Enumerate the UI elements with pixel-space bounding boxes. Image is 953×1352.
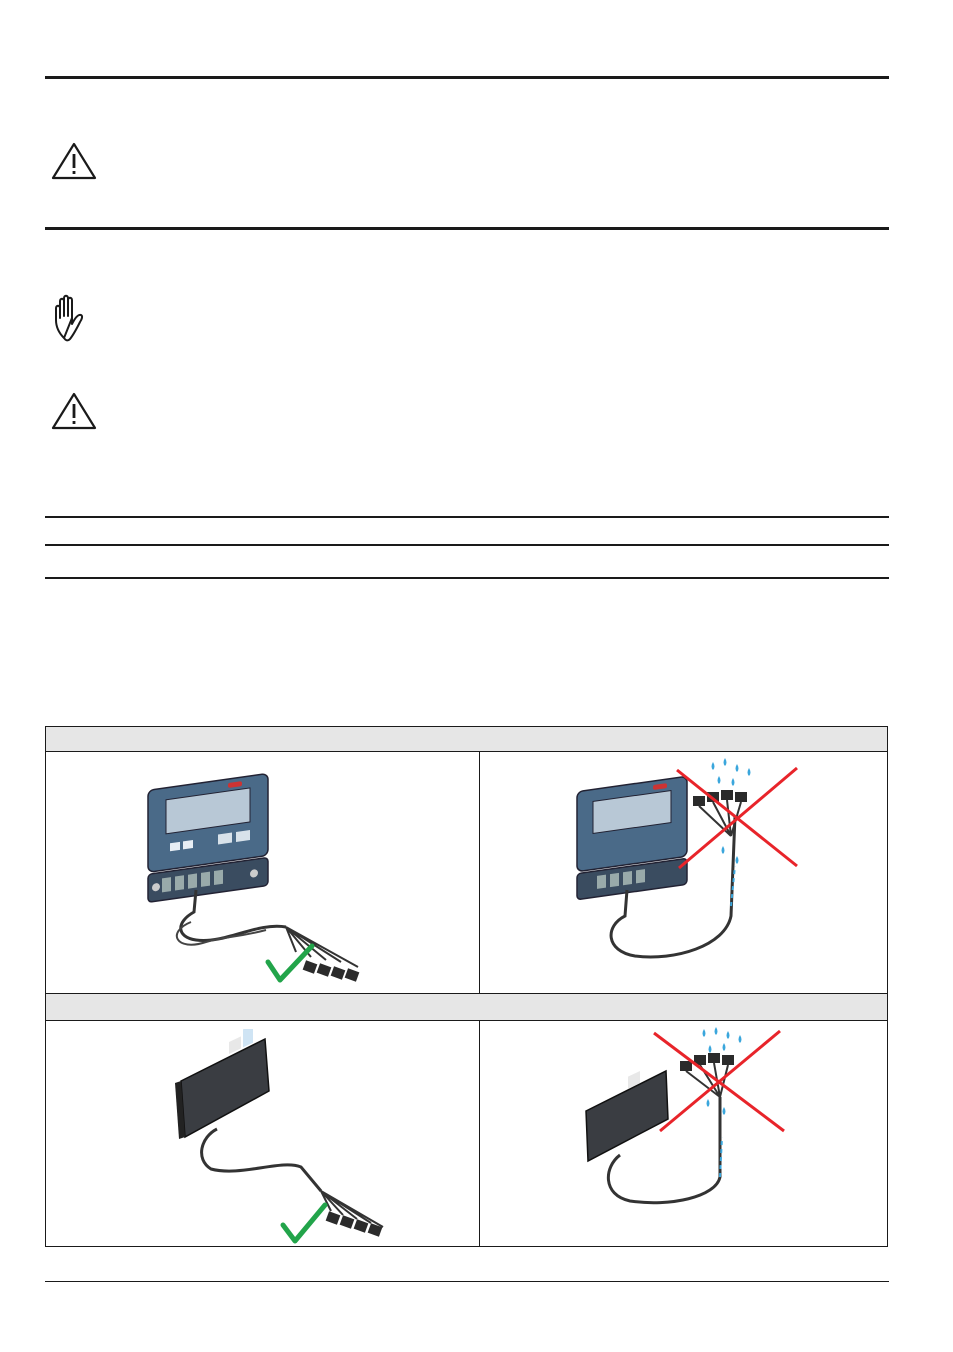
check-icon — [265, 943, 315, 983]
control-box-water-illustration — [585, 1027, 785, 1205]
stop-hand-icon — [55, 294, 84, 342]
warning-triangle-icon — [51, 392, 97, 430]
cell-terminal-correct — [46, 752, 479, 993]
display-terminal-water-illustration — [576, 758, 798, 959]
table-row-header-2 — [46, 993, 887, 1021]
cell-controlbox-incorrect — [480, 1021, 888, 1247]
cell-controlbox-correct — [46, 1021, 479, 1247]
table-row-header-1 — [46, 727, 887, 752]
display-terminal-illustration — [147, 773, 360, 983]
column-divider-2 — [479, 1021, 480, 1247]
footer-rule — [45, 1281, 889, 1282]
cross-icon — [653, 1029, 785, 1133]
section-rule-3 — [45, 544, 889, 546]
column-divider-1 — [479, 752, 480, 993]
section-rule-2 — [45, 516, 889, 518]
illustration-table — [45, 726, 888, 1247]
check-icon — [280, 1202, 328, 1244]
warning-triangle-icon — [51, 142, 97, 180]
cell-terminal-incorrect — [480, 752, 888, 993]
control-box-illustration — [175, 1029, 384, 1244]
section-rule-4 — [45, 577, 889, 579]
cross-icon — [676, 766, 798, 870]
top-rule — [45, 76, 889, 79]
section-rule-1 — [45, 227, 889, 230]
